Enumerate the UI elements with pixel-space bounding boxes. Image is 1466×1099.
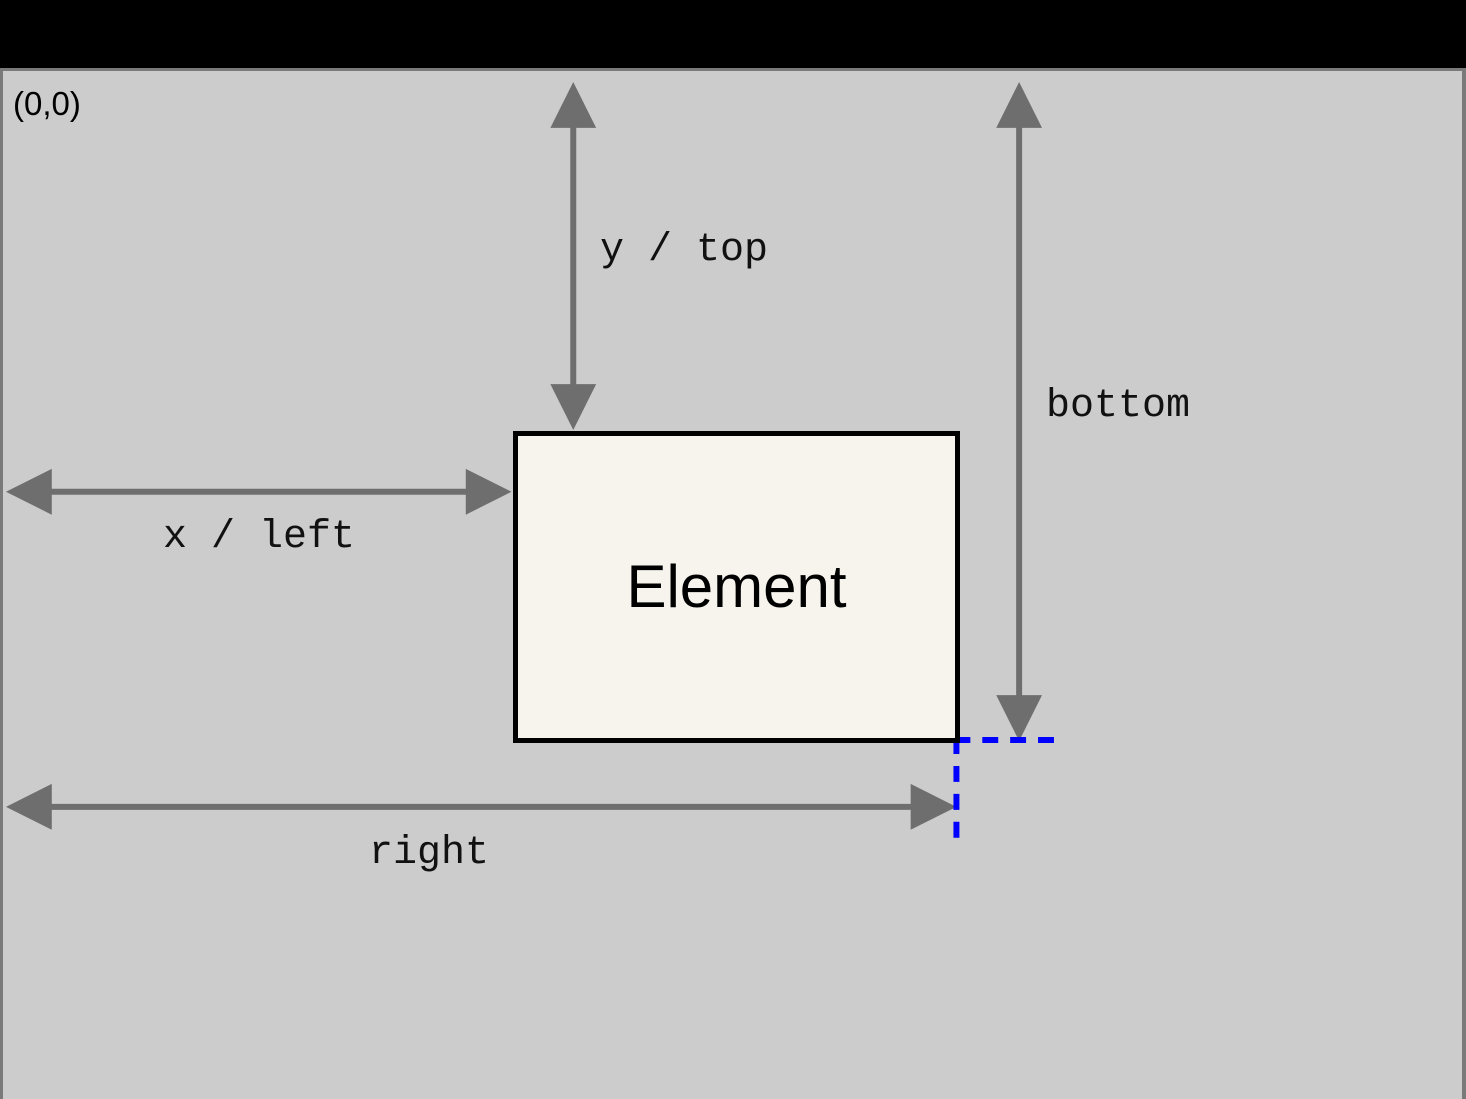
measurement-label-x-left: x / left <box>163 515 356 560</box>
bottom-measurement-arrow <box>996 81 1043 742</box>
x-left-measurement-arrow <box>5 468 512 515</box>
right-measurement-arrow <box>5 783 957 830</box>
letterbox-top-bar <box>0 0 1466 68</box>
diagram-canvas: (0,0) <box>0 68 1466 1099</box>
y-top-measurement-arrow <box>550 81 597 430</box>
measurement-label-bottom: bottom <box>1046 384 1191 429</box>
element-rectangle[interactable]: Element <box>513 431 960 743</box>
origin-coordinate-label: (0,0) <box>13 85 81 122</box>
element-rectangle-label: Element <box>626 553 847 620</box>
measurement-arrows-layer <box>5 81 1058 844</box>
measurement-label-right: right <box>369 831 490 876</box>
measurement-label-y-top: y / top <box>600 228 769 273</box>
